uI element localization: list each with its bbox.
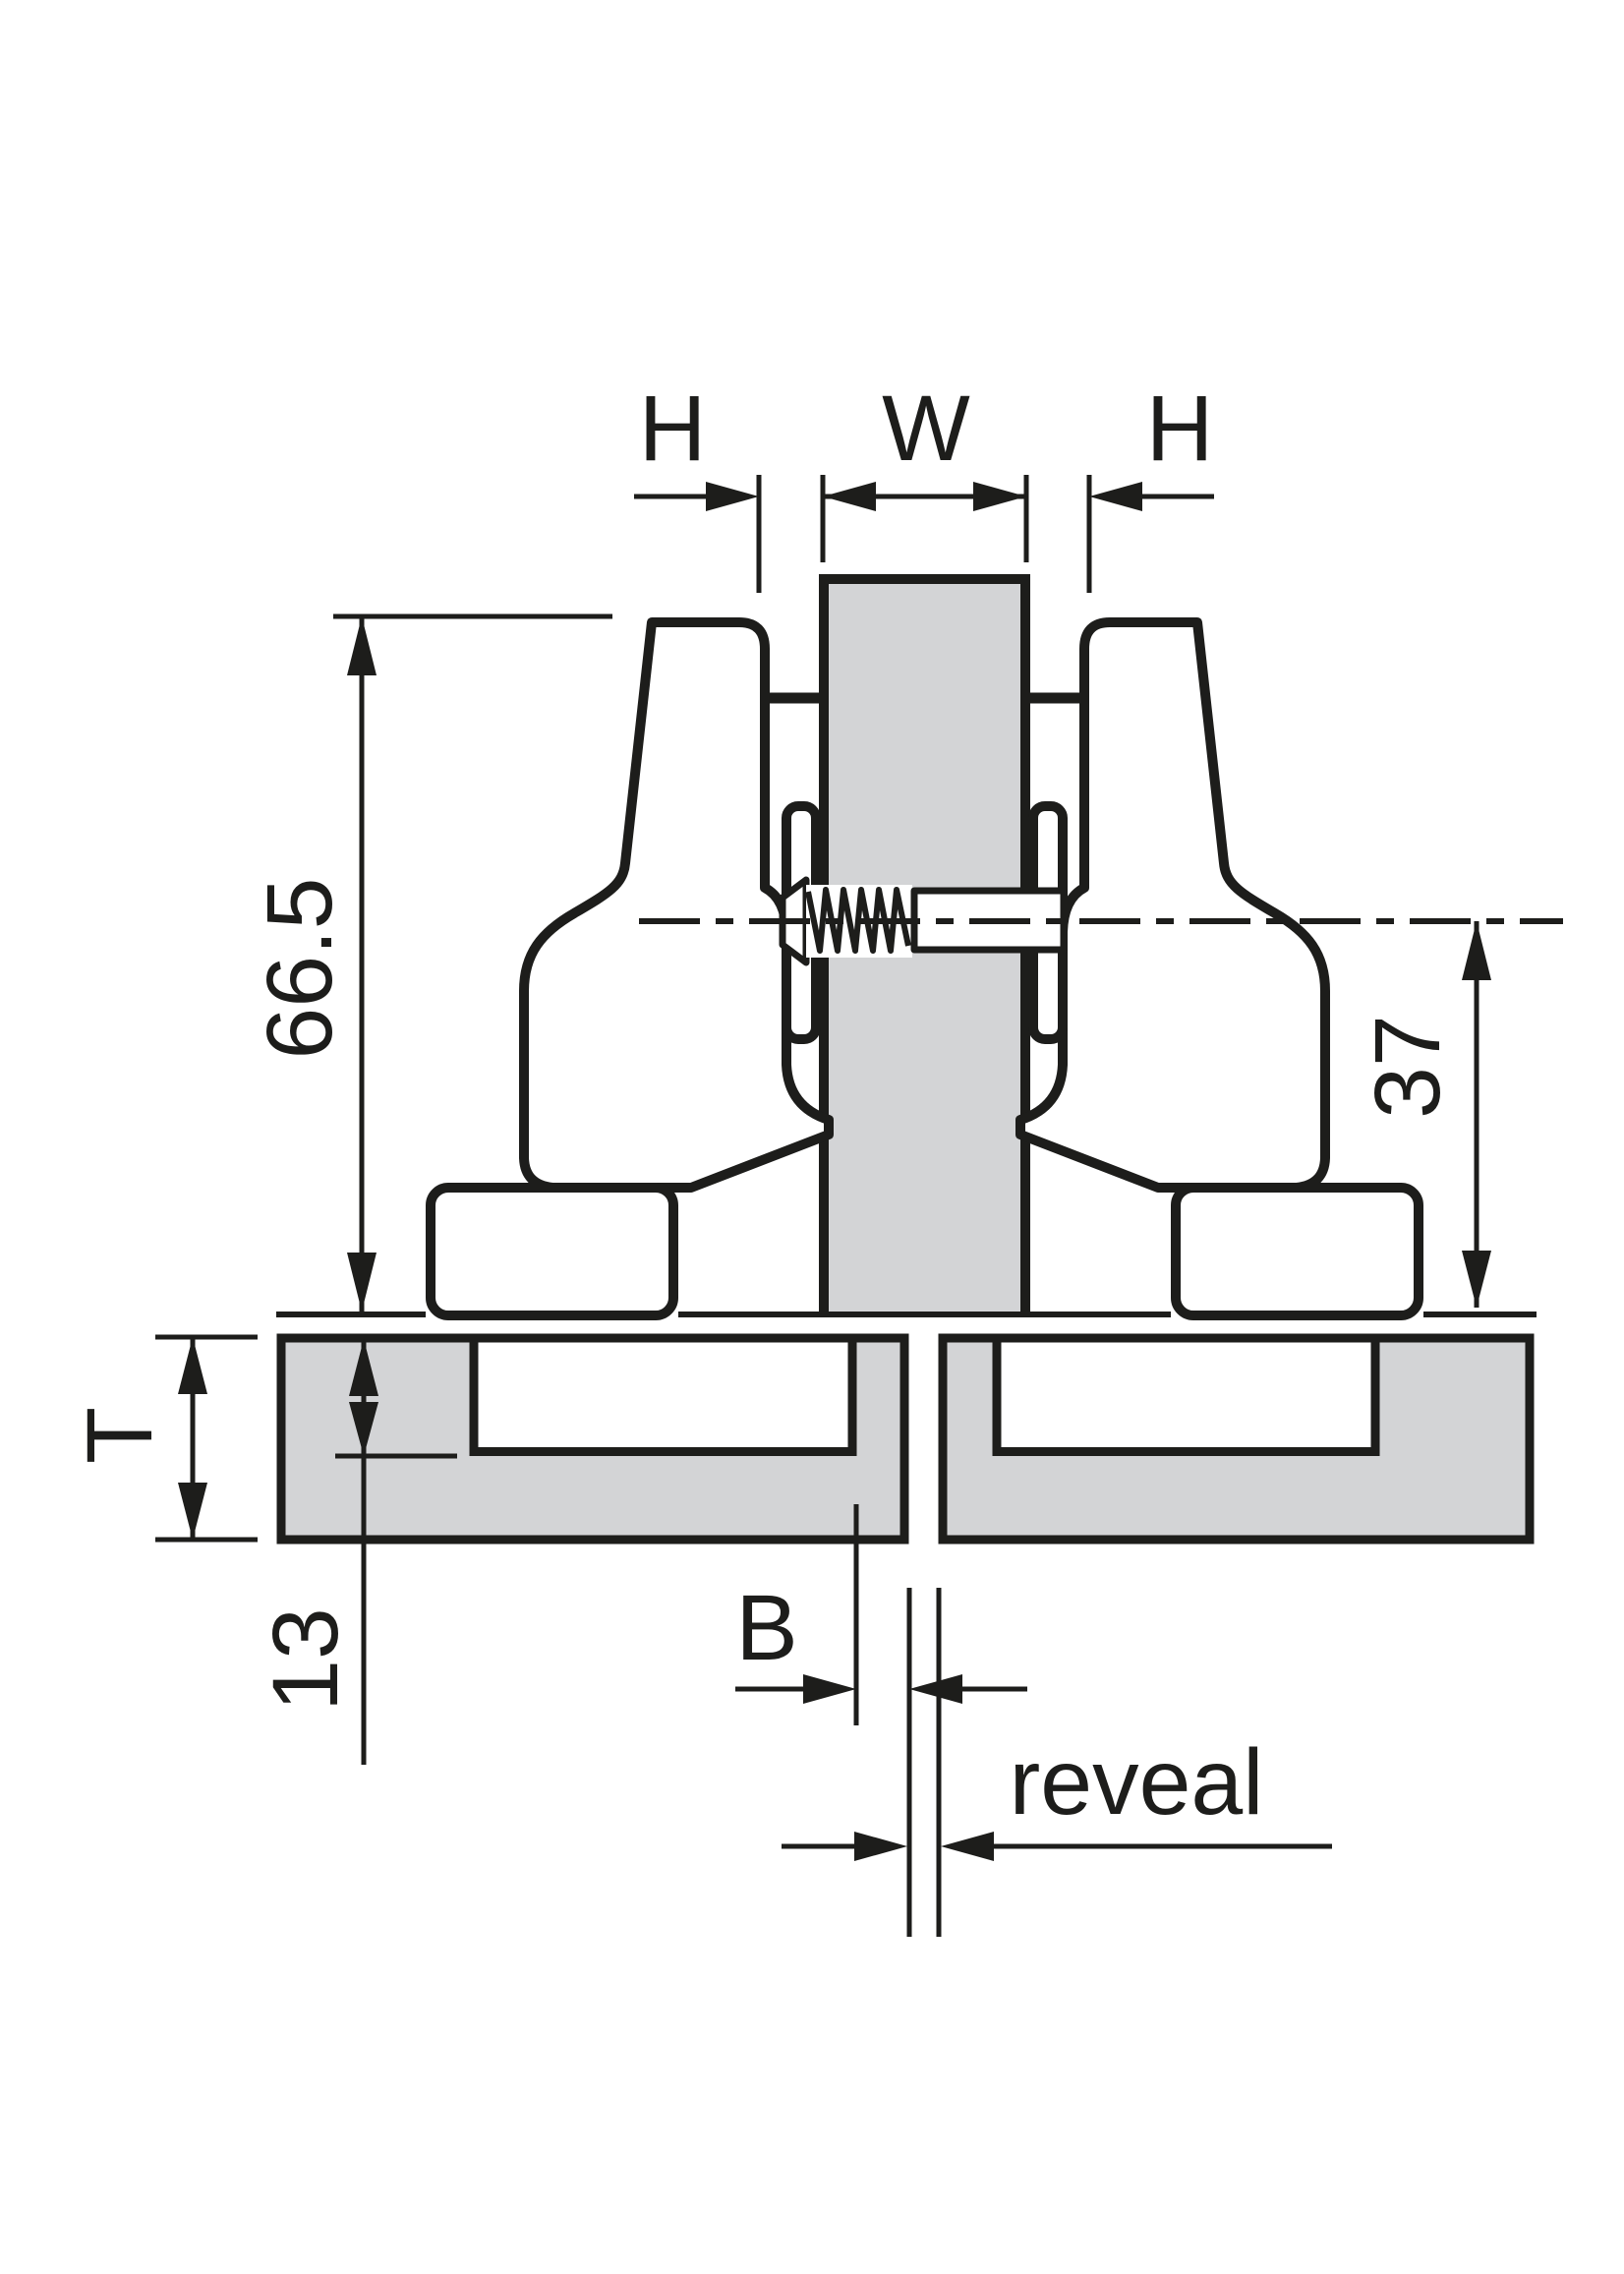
right-cup-flange <box>1171 1183 1423 1320</box>
label-w: W <box>882 377 970 481</box>
h-right-arrowhead <box>1089 482 1142 511</box>
axis-top-arrowhead <box>1462 921 1491 980</box>
label-axis-height: 37 <box>1356 1015 1460 1119</box>
dimension-axis-height: 37 <box>1356 921 1491 1308</box>
b-left-arrowhead <box>803 1674 856 1704</box>
h-left-arrowhead <box>706 482 759 511</box>
b-right-arrowhead <box>909 1674 962 1704</box>
w-right-arrowhead <box>973 482 1026 511</box>
label-overall-height: 66.5 <box>248 878 352 1060</box>
left-cup-recess <box>469 1340 857 1456</box>
depth-bottom-arrowhead <box>349 1402 378 1456</box>
dimension-reveal: reveal <box>782 1588 1332 1937</box>
right-hinge <box>1015 617 1423 1320</box>
w-left-arrowhead <box>823 482 876 511</box>
label-h-left: H <box>639 377 707 481</box>
label-cup-distance: B <box>735 1576 797 1680</box>
right-cup-recess <box>992 1340 1380 1456</box>
label-door-thickness: T <box>68 1407 172 1464</box>
reveal-right-arrowhead <box>941 1832 994 1861</box>
height-top-arrowhead <box>347 616 377 675</box>
dimension-cup-distance: B <box>735 1504 1027 1725</box>
label-h-right: H <box>1146 377 1214 481</box>
axis-bottom-arrowhead <box>1462 1251 1491 1308</box>
t-bottom-arrowhead <box>178 1483 207 1540</box>
dimension-door-thickness: T <box>68 1334 258 1543</box>
label-reveal: reveal <box>1010 1730 1264 1835</box>
screw-thread <box>805 887 911 954</box>
dimension-top-chain: H W H <box>634 377 1214 593</box>
left-hinge <box>426 617 834 1320</box>
dimension-overall-height: 66.5 <box>248 613 612 1312</box>
label-drilling-depth: 13 <box>254 1607 358 1712</box>
dimension-drilling-depth: 13 <box>254 1337 457 1765</box>
t-top-arrowhead <box>178 1337 207 1394</box>
left-cup-flange <box>426 1183 678 1320</box>
height-bottom-arrowhead <box>347 1253 377 1312</box>
reveal-left-arrowhead <box>854 1832 907 1861</box>
depth-top-arrowhead <box>349 1339 378 1396</box>
